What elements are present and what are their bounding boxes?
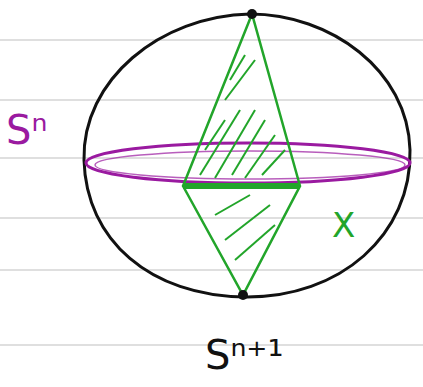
equator-stroke bbox=[95, 151, 405, 179]
outer-sphere bbox=[84, 14, 410, 297]
paper-lines bbox=[0, 40, 423, 345]
north-pole bbox=[247, 9, 257, 19]
sphere-label: Sⁿ bbox=[6, 110, 47, 150]
sphere-label: Sⁿ⁺¹ bbox=[205, 335, 283, 375]
south-pole bbox=[238, 290, 248, 300]
suspension-x bbox=[183, 14, 300, 295]
space-label: X bbox=[332, 208, 355, 242]
